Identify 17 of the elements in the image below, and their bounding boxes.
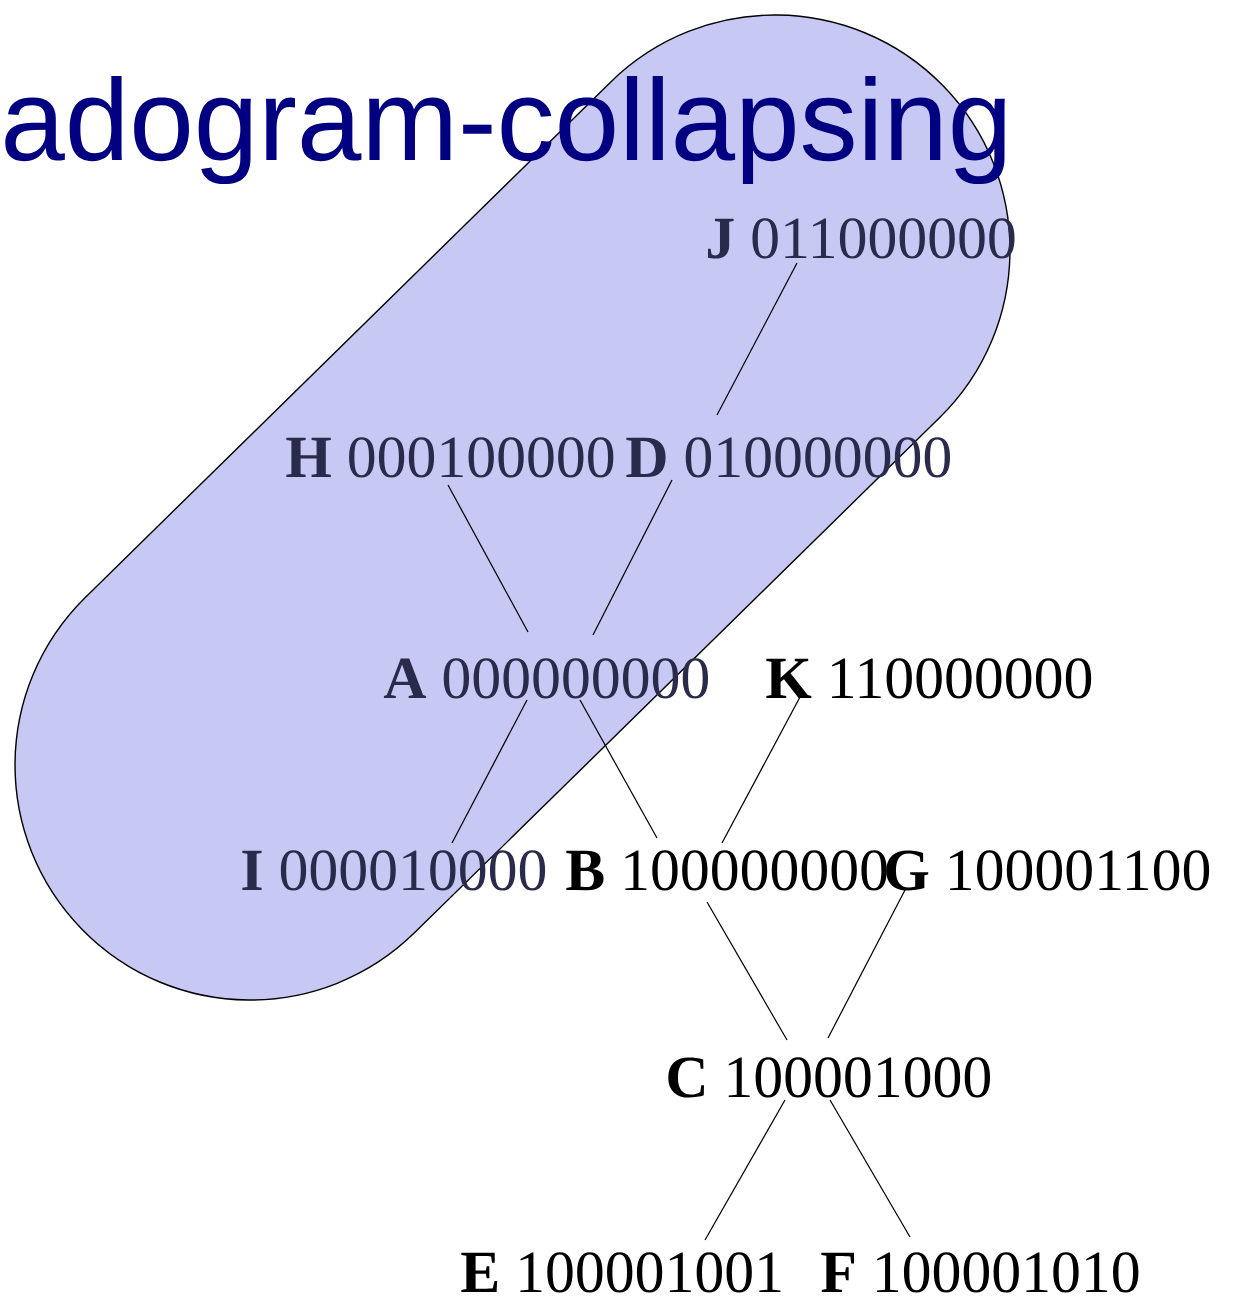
tree-line (579, 699, 658, 839)
node-label: F 100001010 (821, 1252, 1139, 1293)
node-label: E 100001001 (461, 1252, 781, 1293)
tree-line (706, 901, 788, 1041)
tree-line (451, 699, 528, 844)
tree-line (592, 479, 673, 636)
node-label: K 110000000 (766, 658, 1092, 699)
node-label: C 100001000 (668, 1057, 990, 1098)
tree-line (721, 696, 801, 844)
tree-line (704, 1099, 786, 1241)
node-label: H 000100000 (286, 437, 614, 478)
tree-line (827, 889, 906, 1039)
tree-line (447, 484, 529, 633)
tree-line (829, 1099, 911, 1238)
tree-line (716, 262, 798, 416)
node-label: G 100001100 (886, 850, 1210, 891)
node-label: B 100000000 (566, 850, 887, 891)
